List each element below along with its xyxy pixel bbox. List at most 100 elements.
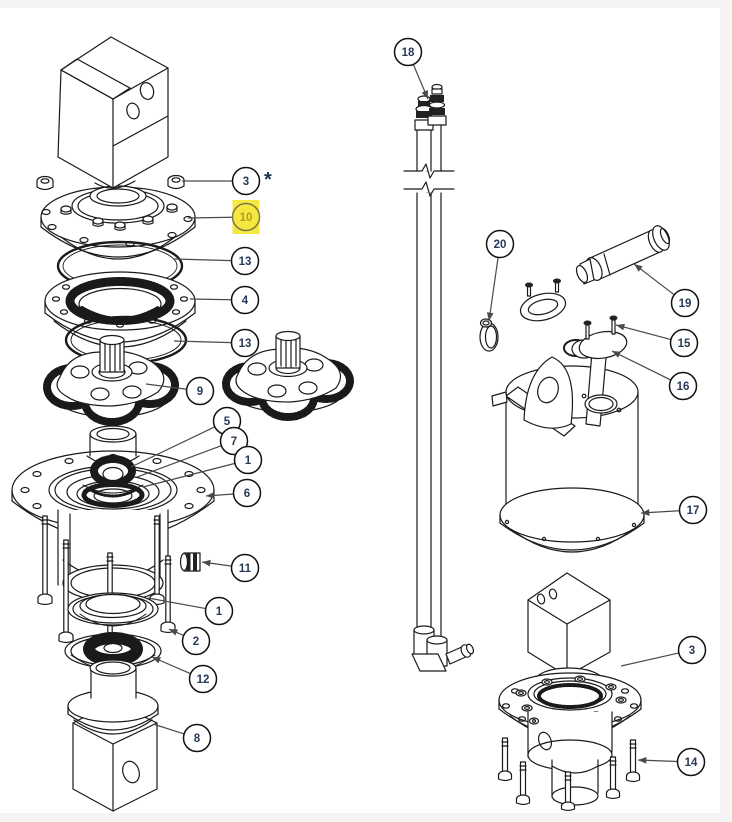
leader-line [488,257,499,322]
callout-label: 18 [402,47,415,59]
callout-label: 9 [197,386,203,398]
leader-arrowhead [616,323,625,331]
callout-label: 19 [679,298,692,310]
callout-circle [230,285,260,315]
callout-label: 4 [242,295,249,307]
callout-3[interactable]: 3 [620,635,707,667]
callout-circle [182,723,212,753]
bearing-drawing [67,592,159,627]
callout-label: 13 [239,256,252,268]
housing-body-drawing [57,509,169,602]
callout-18[interactable]: 18 [393,37,429,100]
callout-circle [231,166,261,196]
leader-line [173,258,232,262]
leader-arrowhead [152,657,161,664]
callout-8[interactable]: 8 [152,723,212,753]
callout-label: 3 [689,645,695,657]
callout-2[interactable]: 2 [168,626,211,656]
sun-gear-drawing [82,425,144,498]
page-edge-bottom [0,813,732,822]
asterisk-note: * [264,169,272,191]
leader-line [147,597,206,610]
callout-circle [230,553,260,583]
callout-circle [668,371,698,401]
highlight-box [232,200,260,234]
callout-16[interactable]: 16 [611,350,698,401]
callout-13[interactable]: 13 [173,328,260,358]
callout-14[interactable]: 14 [637,747,706,777]
callout-label: 14 [685,757,698,769]
leader-arrowhead [486,312,494,321]
hose-fitting-right [427,83,447,126]
flange-nut-right [167,174,185,190]
callout-circle [677,635,707,665]
callout-6[interactable]: 6 [205,478,262,508]
leader-arrowhead [612,351,621,358]
callout-label: 1 [245,455,252,467]
callout-label: 7 [231,436,237,448]
retainer-clamp-drawing [519,278,567,322]
planet-carrier-left-drawing [43,334,179,426]
callout-17[interactable]: 17 [640,495,708,525]
callout-circle [485,229,515,259]
callout-9[interactable]: 9 [145,376,215,406]
callout-13[interactable]: 13 [173,246,260,276]
page-edge-top [0,0,732,8]
callout-4[interactable]: 4 [189,285,260,315]
leader-line [145,383,187,390]
callout-label: 12 [197,674,210,686]
hose-elbow [411,625,475,672]
callout-10[interactable]: 10 [187,200,261,234]
callout-circle [233,445,263,475]
pinion-housing-drawing [527,711,613,806]
callout-1[interactable]: 1 [142,445,263,488]
callout-15[interactable]: 15 [615,323,699,358]
flange-nut-left [36,175,54,191]
leader-line [173,340,232,344]
leader-arrowhead [638,756,647,764]
callout-12[interactable]: 12 [151,656,218,694]
callout-circle [204,596,234,626]
callout-1[interactable]: 1 [147,596,234,626]
callout-label: 16 [677,381,690,393]
leader-line [633,263,675,296]
callout-circle [230,328,260,358]
callout-circle [181,626,211,656]
leader-arrowhead [169,629,178,636]
mounting-flange-drawing [40,185,196,260]
planet-carrier-right-drawing [222,330,354,421]
gear-housing-drawing [11,450,215,541]
leader-line [152,723,185,735]
plug-drawing [179,552,201,572]
callout-label: 10 [240,212,253,224]
leader-line [615,324,672,341]
leader-line [142,462,236,488]
leader-arrowhead [202,559,211,567]
callout-label: 6 [244,488,250,500]
leader-arrowhead [206,492,215,499]
callout-circle [230,246,260,276]
callout-circle [232,478,262,508]
callout-circle [669,328,699,358]
callout-label: 1 [216,606,223,618]
callout-20[interactable]: 20 [485,229,515,322]
callout-label: 8 [194,733,201,745]
callout-label: 2 [193,636,199,648]
leader-line [187,216,233,219]
callout-label: 5 [224,416,231,428]
mounting-bolts-drawing [497,737,641,812]
callout-circle [185,376,215,406]
callout-11[interactable]: 11 [201,553,260,583]
page-edge-right [720,0,732,822]
callout-19[interactable]: 19 [633,263,700,318]
callout-label: 3 [243,176,249,188]
callout-circle [231,202,261,232]
leader-line [136,445,222,478]
clevis-pin-drawing [575,225,671,285]
hose-fitting-left [414,95,434,131]
callout-3[interactable]: 3 [182,166,261,196]
callout-circle [188,664,218,694]
leader-arrowhead [634,264,643,272]
